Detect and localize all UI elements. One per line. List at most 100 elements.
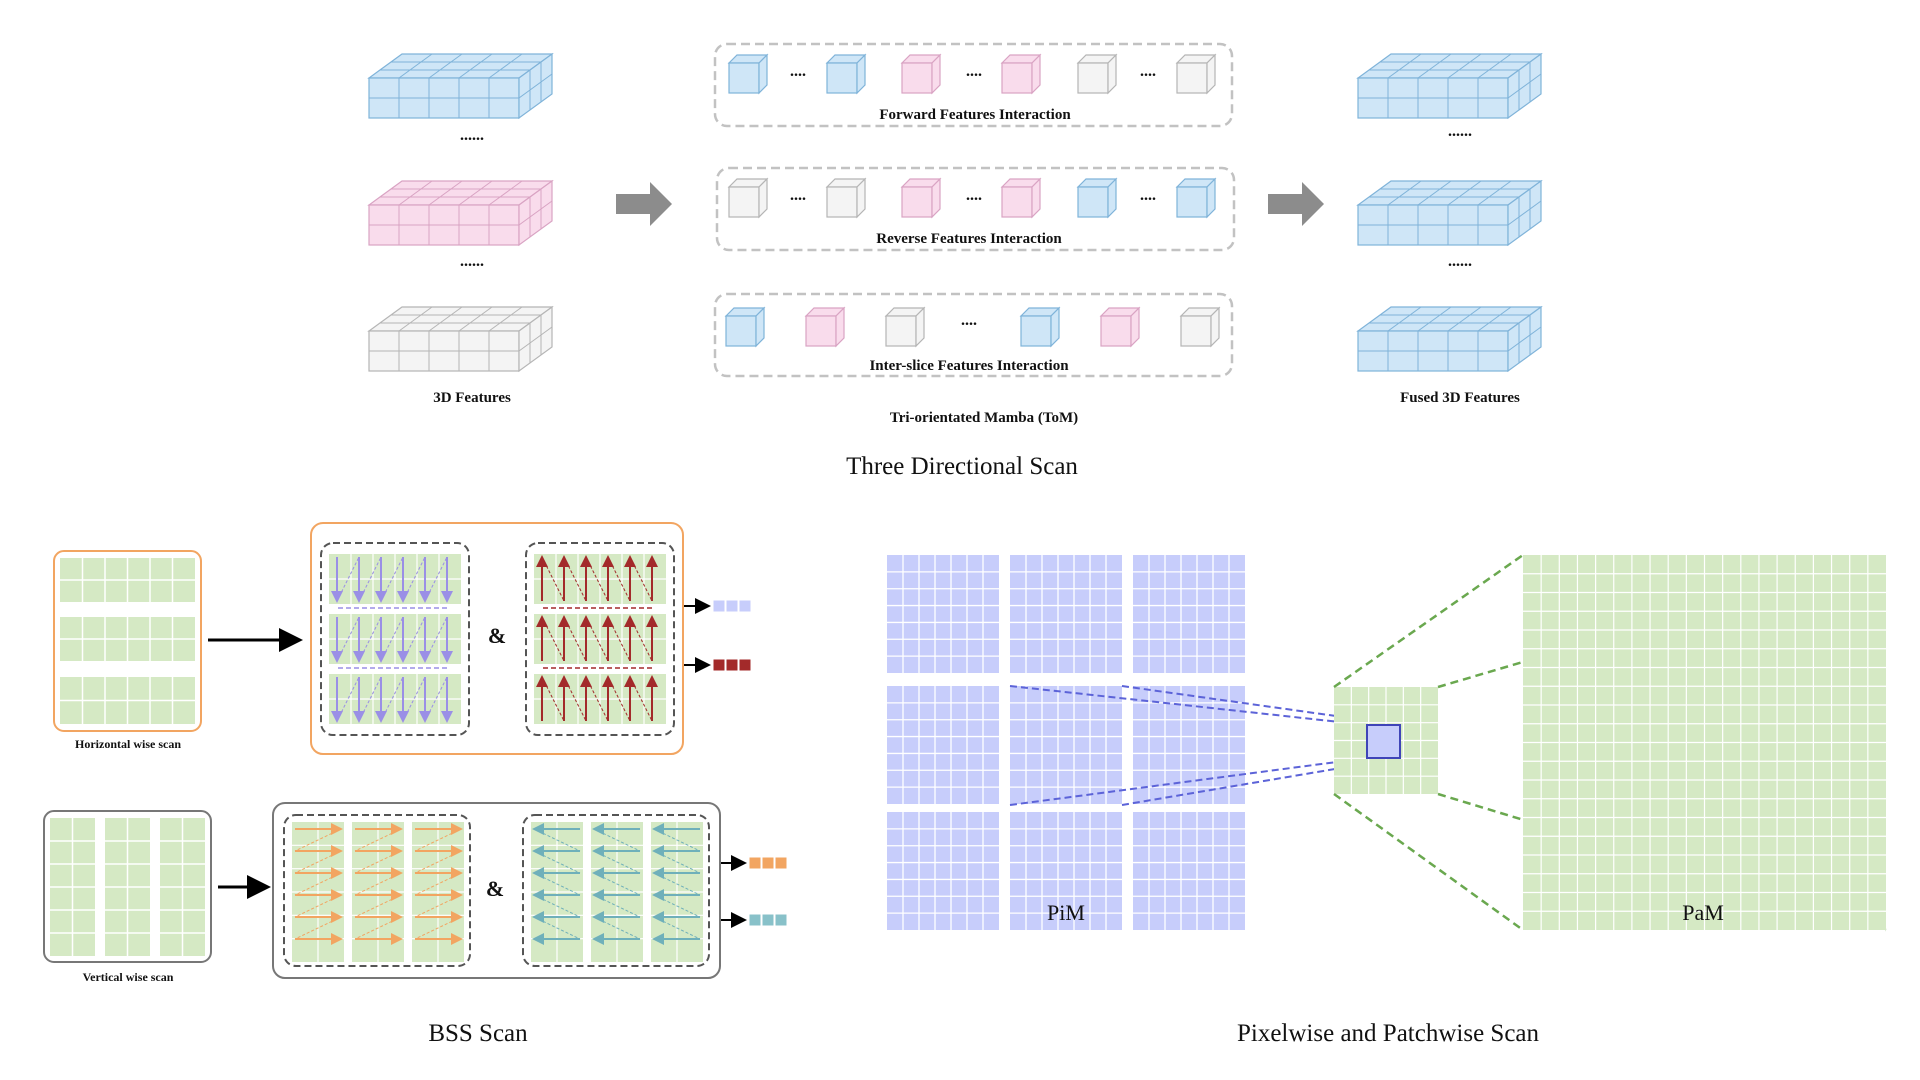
output-dots-1: ...... [1448, 123, 1472, 140]
horizontal-and-symbol: & [488, 623, 506, 648]
output-stack-1 [1356, 52, 1543, 120]
horizontal-scan-process [310, 522, 684, 755]
reverse-cube-6 [1175, 177, 1217, 219]
interslice-cube-1 [724, 306, 766, 348]
token-orange [721, 855, 788, 871]
vertical-output-tokens [721, 855, 788, 928]
pim-patch-4 [887, 686, 999, 804]
pim-patch-1 [887, 555, 999, 673]
horizontal-output-tokens [684, 598, 752, 673]
forward-interaction-box [713, 42, 1234, 128]
hpanel-forward-strip-3 [329, 674, 461, 724]
vertical-scan-label: Vertical wise scan [83, 970, 174, 984]
horizontal-scan-input [53, 550, 202, 732]
reverse-dots-3: .... [1140, 187, 1156, 204]
input-stack-pink [367, 179, 554, 247]
pim-patch-8 [1010, 812, 1122, 930]
forward-dots-1: .... [790, 63, 806, 80]
vpanel-forward [292, 822, 464, 962]
input-dots-2: ...... [460, 253, 484, 270]
forward-cube-5 [1076, 53, 1118, 95]
arrow-from-tom [1268, 182, 1324, 226]
hpanel-forward [329, 554, 461, 724]
reverse-cube-3 [900, 177, 942, 219]
vpanel-forward-strip-2 [352, 822, 404, 962]
horizontal-scan-label: Horizontal wise scan [75, 737, 181, 751]
output-features-label: Fused 3D Features [1400, 390, 1520, 406]
reverse-cube-2 [825, 177, 867, 219]
reverse-dots-1: .... [790, 187, 806, 204]
vpanel-reverse-strip-3 [651, 822, 703, 962]
tom-feature-cubes [724, 53, 1221, 348]
pim-patch-6 [1133, 686, 1245, 804]
pim-patch-3 [1133, 555, 1245, 673]
fused-3d-features [1356, 52, 1543, 373]
pim-patch-5 [1010, 686, 1122, 804]
pim-patch-7 [887, 812, 999, 930]
tom-module-label: Tri-orientated Mamba (ToM) [890, 410, 1078, 426]
interslice-cube-3 [884, 306, 926, 348]
token-lavender [684, 598, 752, 614]
reverse-cube-1 [727, 177, 769, 219]
input-stack-blue [367, 52, 554, 120]
reverse-cube-5 [1076, 177, 1118, 219]
hpanel-reverse-strip-2 [534, 614, 666, 664]
vstrip-1 [50, 818, 95, 956]
input-features-label: 3D Features [433, 390, 511, 406]
highlight-cell [1366, 724, 1401, 759]
vertical-and-symbol: & [486, 876, 504, 901]
hpanel-reverse [534, 554, 666, 724]
pam-grid [1523, 555, 1886, 930]
vpanel-reverse-strip-1 [531, 822, 583, 962]
forward-cube-6 [1175, 53, 1217, 95]
output-stack-3 [1356, 305, 1543, 373]
patch-grid [1334, 687, 1438, 794]
reverse-dots-2: .... [966, 187, 982, 204]
interslice-interaction-box [713, 292, 1234, 378]
token-red [684, 657, 752, 673]
vpanel-reverse-strip-2 [591, 822, 643, 962]
hstrip-1 [60, 558, 195, 602]
pim-patch-9 [1133, 812, 1245, 930]
arrow-to-tom [616, 182, 672, 226]
forward-dots-2: .... [966, 63, 982, 80]
hpanel-forward-strip-2 [329, 614, 461, 664]
forward-dots-3: .... [1140, 63, 1156, 80]
pim-grid [887, 555, 1245, 930]
forward-cube-2 [825, 53, 867, 95]
interslice-cube-6 [1179, 306, 1221, 348]
hstrip-3 [60, 677, 195, 724]
vertical-scan-input [43, 810, 212, 963]
hpanel-reverse-strip-1 [534, 554, 666, 604]
interslice-dots: .... [961, 312, 977, 329]
vpanel-forward-strip-1 [292, 822, 344, 962]
hstrip-2 [60, 617, 195, 661]
forward-cube-4 [1000, 53, 1042, 95]
interslice-cube-2 [804, 306, 846, 348]
interslice-cube-4 [1019, 306, 1061, 348]
reverse-features-label: Reverse Features Interaction [876, 231, 1062, 247]
vpanel-forward-strip-3 [412, 822, 464, 962]
input-stack-gray [367, 305, 554, 373]
three-directional-scan-title: Three Directional Scan [846, 453, 1078, 480]
hpanel-forward-strip-1 [329, 554, 461, 604]
input-dots-1: ...... [460, 127, 484, 144]
reverse-cube-4 [1000, 177, 1042, 219]
forward-features-label: Forward Features Interaction [879, 107, 1071, 123]
bss-scan-title: BSS Scan [428, 1020, 528, 1047]
output-stack-2 [1356, 179, 1543, 247]
pam-grid-cells [1523, 555, 1886, 930]
patch-square [1334, 687, 1438, 794]
output-dots-2: ...... [1448, 253, 1472, 270]
vertical-scan-process [272, 802, 721, 979]
forward-cube-3 [900, 53, 942, 95]
reverse-interaction-box [715, 166, 1236, 252]
pam-label: PaM [1682, 900, 1724, 925]
interslice-cube-5 [1099, 306, 1141, 348]
pim-patch-2 [1010, 555, 1122, 673]
vpanel-reverse [531, 822, 703, 962]
token-teal [721, 912, 788, 928]
vstrip-2 [105, 818, 150, 956]
pixelwise-patchwise-title: Pixelwise and Patchwise Scan [1237, 1020, 1540, 1047]
